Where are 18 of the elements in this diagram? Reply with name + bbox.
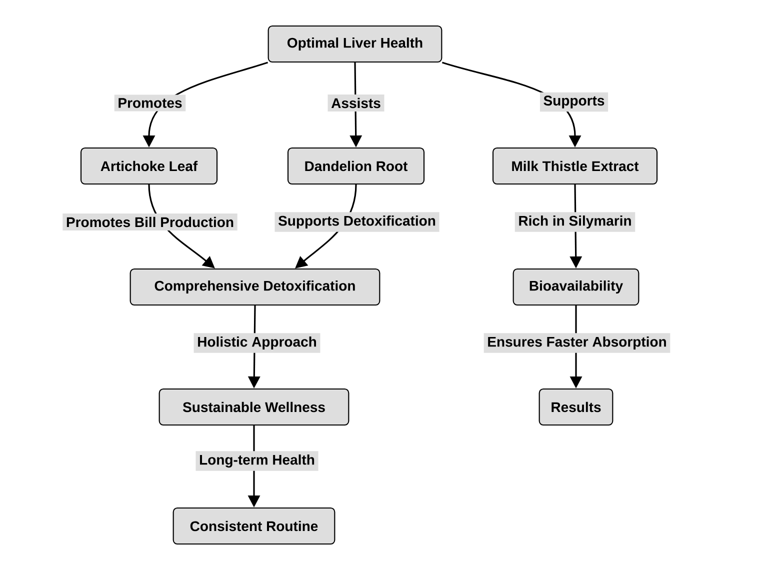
- edge-label: Ensures Faster Absorption: [484, 333, 670, 353]
- edge-label: Assists: [328, 94, 384, 112]
- edge-label: Holistic Approach: [194, 333, 320, 353]
- process-box: Milk Thistle Extract: [492, 147, 658, 185]
- edge-label: Promotes Bill Production: [62, 214, 238, 230]
- process-box: Results: [538, 388, 614, 426]
- process-box: Dandelion Root: [287, 147, 425, 185]
- edge-label: Supports: [540, 92, 608, 112]
- edge-label: Long-term Health: [196, 451, 318, 471]
- edge-label: Supports Detoxification: [274, 212, 440, 232]
- process-box: Bioavailability: [512, 268, 640, 306]
- edge-label: Rich in Silymarin: [514, 212, 636, 232]
- process-box: Comprehensive Detoxification: [130, 268, 380, 306]
- process-box: Sustainable Wellness: [158, 388, 350, 426]
- edge-label: Promotes: [114, 94, 186, 112]
- process-box: Consistent Routine: [172, 507, 336, 545]
- process-box: Artichoke Leaf: [80, 147, 218, 185]
- process-box: Optimal Liver Health: [268, 25, 442, 63]
